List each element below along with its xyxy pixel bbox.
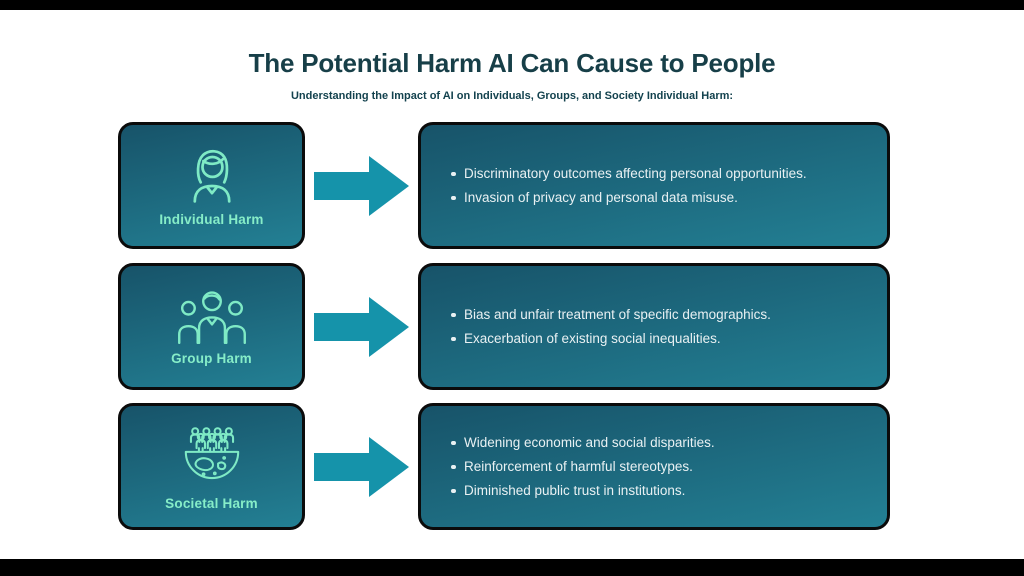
row-individual-harm: Individual Harm Discriminatory outcomes … <box>118 122 890 249</box>
details-card-group: Bias and unfair treatment of specific de… <box>418 263 890 390</box>
category-card-societal: Societal Harm <box>118 403 305 530</box>
page-subtitle: Understanding the Impact of AI on Indivi… <box>290 90 734 102</box>
right-arrow-icon <box>305 263 418 390</box>
row-societal-harm: Societal Harm Widening economic and soci… <box>118 403 890 530</box>
bullet-item: Widening economic and social disparities… <box>451 433 715 452</box>
bullet-item: Reinforcement of harmful stereotypes. <box>451 457 715 476</box>
woman-person-icon <box>188 147 236 205</box>
right-arrow-icon <box>305 403 418 530</box>
bullet-list: Bias and unfair treatment of specific de… <box>421 300 795 353</box>
page-title: The Potential Harm AI Can Cause to Peopl… <box>248 48 776 78</box>
top-black-bar <box>0 0 1024 10</box>
bottom-black-bar <box>0 559 1024 576</box>
bullet-item: Invasion of privacy and personal data mi… <box>451 188 807 207</box>
category-label: Societal Harm <box>165 495 258 511</box>
group-people-icon <box>176 290 248 344</box>
bullet-item: Exacerbation of existing social inequali… <box>451 329 771 348</box>
bullet-list: Widening economic and social disparities… <box>421 428 739 505</box>
bullet-list: Discriminatory outcomes affecting person… <box>421 159 831 212</box>
bullet-item: Bias and unfair treatment of specific de… <box>451 305 771 324</box>
globe-people-icon <box>183 425 241 489</box>
category-label: Individual Harm <box>159 211 264 227</box>
bullet-item: Discriminatory outcomes affecting person… <box>451 164 807 183</box>
details-card-individual: Discriminatory outcomes affecting person… <box>418 122 890 249</box>
details-card-societal: Widening economic and social disparities… <box>418 403 890 530</box>
right-arrow-icon <box>305 122 418 249</box>
category-card-individual: Individual Harm <box>118 122 305 249</box>
row-group-harm: Group Harm Bias and unfair treatment of … <box>118 263 890 390</box>
category-label: Group Harm <box>171 350 252 366</box>
bullet-item: Diminished public trust in institutions. <box>451 481 715 500</box>
category-card-group: Group Harm <box>118 263 305 390</box>
